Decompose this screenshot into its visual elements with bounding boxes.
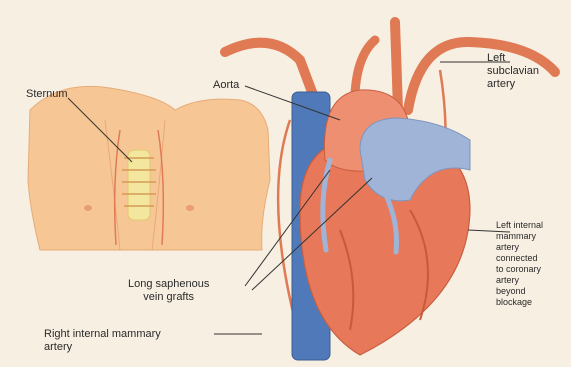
long-saphenous-label: Long saphenous vein grafts [128,278,209,304]
nipple-left [84,205,92,211]
heart-illustration [300,90,470,355]
nipple-right [186,205,194,211]
right-internal-mammary-label: Right internal mammary artery [44,328,161,354]
left-subclavian-label: Left subclavian artery [487,52,539,91]
left-internal-mammary-label: Left internal mammary artery connected t… [496,220,543,308]
aorta-label: Aorta [213,79,239,92]
sternum-label: Sternum [26,88,68,101]
sternum-bone [128,150,150,220]
chest-illustration [28,86,270,250]
